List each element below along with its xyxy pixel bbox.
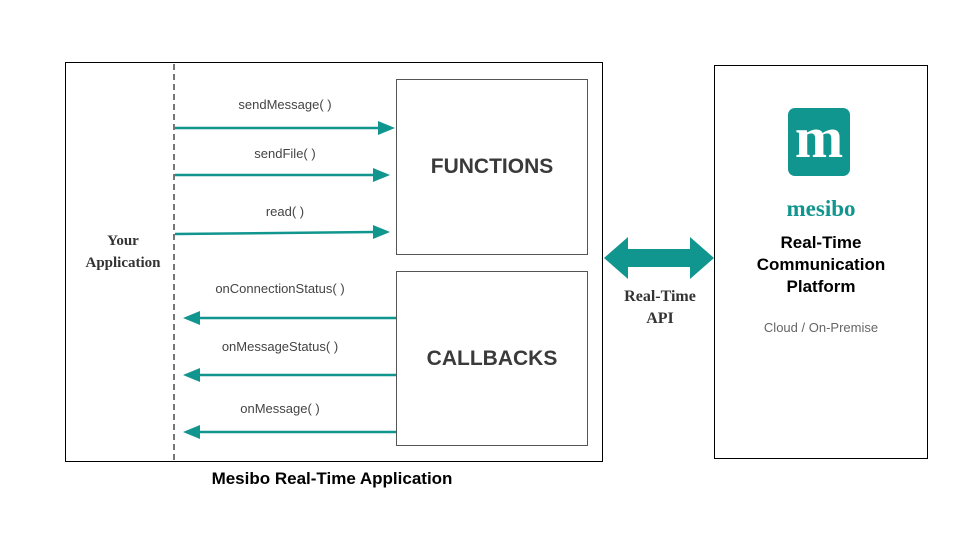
function-label-send-message: sendMessage( ): [238, 97, 332, 112]
callback-label-on-connection-status: onConnectionStatus( ): [215, 281, 345, 296]
your-application-line-1: Your: [107, 233, 139, 249]
api-label-line-2: API: [646, 310, 674, 327]
api-label: Real-Time API: [605, 286, 715, 330]
function-label-send-file: sendFile( ): [254, 146, 316, 161]
platform-subtitle: Cloud / On-Premise: [763, 320, 879, 335]
callback-label-on-message-status: onMessageStatus( ): [221, 339, 339, 354]
arrow-on-connection-status: [183, 311, 396, 325]
mesibo-logo-word: mesibo: [786, 196, 856, 221]
mesibo-logo-icon: m: [788, 108, 850, 176]
arrow-send-message: [175, 121, 395, 135]
your-application-line-2: Application: [85, 255, 161, 271]
callback-label-on-message: onMessage( ): [240, 401, 320, 416]
mesibo-logo-letter: m: [794, 105, 844, 170]
callbacks-box: CALLBACKS: [396, 271, 588, 446]
your-application-label: Your Application: [76, 230, 170, 274]
platform-title: Real-Time Communication Platform: [714, 232, 928, 298]
arrow-read: [174, 225, 390, 239]
platform-title-line-1: Real-Time: [780, 233, 862, 252]
platform-title-line-3: Platform: [786, 277, 856, 296]
api-double-arrow: [604, 237, 714, 279]
api-label-line-1: Real-Time: [624, 288, 696, 305]
function-label-read: read( ): [265, 204, 305, 219]
application-caption: Mesibo Real-Time Application: [211, 469, 453, 488]
application-lifeline: [173, 64, 175, 460]
callbacks-title: CALLBACKS: [426, 346, 558, 370]
arrow-on-message: [183, 425, 396, 439]
platform-title-line-2: Communication: [756, 255, 886, 274]
functions-title: FUNCTIONS: [430, 155, 554, 178]
functions-box: FUNCTIONS: [396, 79, 588, 255]
arrow-on-message-status: [183, 368, 396, 382]
arrow-send-file: [175, 168, 390, 182]
